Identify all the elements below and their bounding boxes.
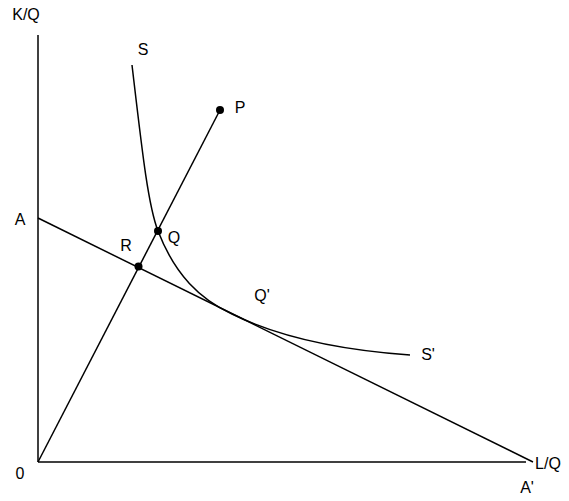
label-anchor: P xyxy=(235,99,246,117)
point-label: A xyxy=(15,211,26,229)
point-label: P xyxy=(235,99,246,117)
point-dot xyxy=(135,263,143,271)
isoquant-curve xyxy=(132,65,410,355)
point-label: K/Q xyxy=(12,6,40,24)
point-label: A' xyxy=(520,479,534,497)
point-label: Q' xyxy=(254,287,270,305)
point-label: L/Q xyxy=(535,455,561,473)
vertical-axis xyxy=(37,35,39,462)
label-anchor: Q' xyxy=(254,287,270,305)
label-anchor: L/Q xyxy=(535,455,561,473)
point-label: R xyxy=(120,237,132,255)
point-label: S' xyxy=(421,346,435,364)
label-anchor: 0 xyxy=(16,465,25,483)
label-anchor: K/Q xyxy=(12,6,40,24)
label-anchor: R xyxy=(120,237,132,255)
point-dot xyxy=(154,227,162,235)
label-anchor: A xyxy=(15,211,26,229)
label-anchor: Q xyxy=(168,229,180,247)
label-anchor: S' xyxy=(421,346,435,364)
point-label: S xyxy=(138,41,149,59)
label-anchor: S xyxy=(138,41,149,59)
point-dot xyxy=(216,106,224,114)
label-anchor: A' xyxy=(520,479,534,497)
point-label: Q xyxy=(168,229,180,247)
isocost-line xyxy=(38,218,533,462)
horizontal-axis xyxy=(38,461,526,463)
point-label: 0 xyxy=(16,465,25,483)
